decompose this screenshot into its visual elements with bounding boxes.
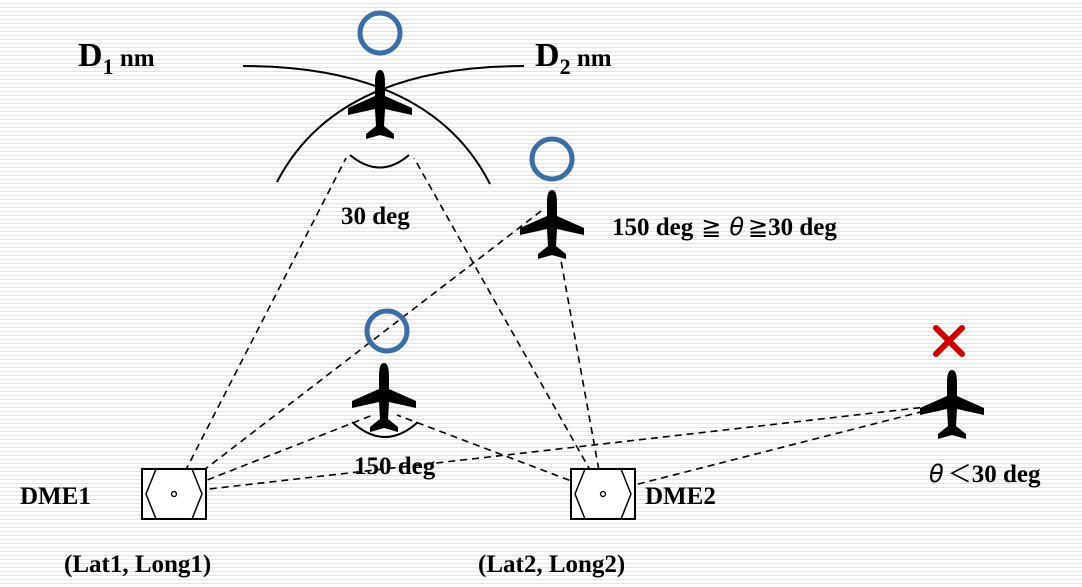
label-invalid-angle: θ＜30 deg	[929, 460, 1041, 488]
valid-circle-icon	[364, 308, 410, 354]
line-dme1-to-upper-right-aircraft	[173, 207, 546, 494]
label-d2: D2 nm	[535, 37, 612, 79]
line-dme2-to-middle-aircraft	[396, 414, 604, 494]
line-dme2-to-top-aircraft	[413, 157, 604, 494]
label-d1: D1 nm	[78, 37, 155, 79]
label-dme2: DME2	[645, 483, 716, 510]
label-coord1: (Lat1, Long1)	[64, 551, 211, 578]
valid-circle-icon	[357, 10, 403, 56]
line-dme1-to-top-aircraft	[173, 157, 347, 494]
range-arc-d2	[276, 65, 525, 183]
line-dme2-to-upper-right-aircraft	[559, 254, 604, 494]
dme2-station-icon	[570, 468, 636, 520]
aircraft-middle-icon	[352, 363, 416, 432]
invalid-cross-icon	[933, 325, 965, 357]
angle-arc-30	[349, 154, 410, 169]
label-coord2: (Lat2, Long2)	[478, 551, 625, 578]
aircraft-upper-right-icon	[520, 190, 584, 259]
range-arc-d1	[242, 65, 491, 185]
label-angle-30: 30 deg	[341, 203, 410, 230]
label-dme1: DME1	[20, 483, 91, 510]
aircraft-right-icon	[920, 370, 984, 439]
line-dme2-to-right-aircraft	[602, 403, 953, 494]
valid-circle-icon	[529, 136, 575, 182]
angle-arc-150	[351, 421, 419, 438]
dme1-station-icon	[141, 468, 207, 520]
line-dme1-to-right-aircraft	[173, 403, 953, 494]
label-valid-angle-range: 150 deg≧θ≧30 deg	[612, 213, 837, 241]
label-angle-150: 150 deg	[354, 453, 436, 480]
